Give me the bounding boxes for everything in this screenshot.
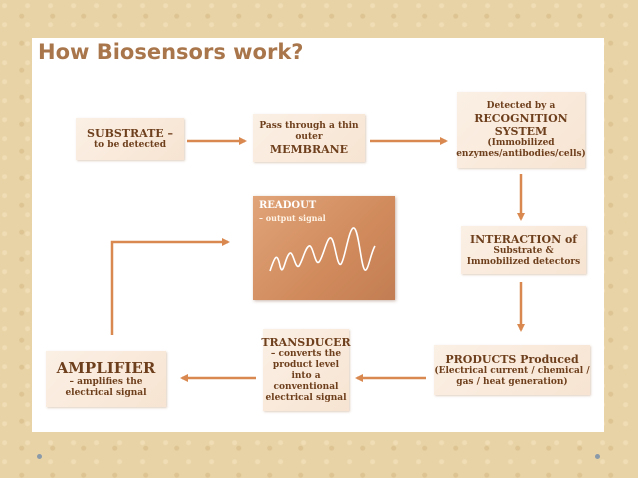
readout-box: READOUT – output signal [253, 196, 395, 300]
transducer-box: TRANSDUCER – converts the product level … [261, 329, 351, 411]
membrane-label: MEMBRANE [269, 142, 349, 156]
page-title: How Biosensors work? [38, 40, 304, 64]
recognition-box: Detected by a RECOGNITION SYSTEM (Immobi… [456, 92, 586, 168]
transducer-line2: – converts the [270, 349, 342, 359]
interaction-line2: Substrate & [493, 245, 554, 256]
recognition-line2: RECOGNITION [474, 111, 568, 125]
readout-desc: – output signal [259, 213, 326, 223]
interaction-box: INTERACTION of Substrate & Immobilized d… [461, 226, 586, 274]
recognition-line5: enzymes/antibodies/cells) [456, 148, 586, 159]
recognition-line4: (Immobilized [487, 137, 555, 148]
substrate-label: SUBSTRATE – [87, 127, 173, 140]
interaction-line1: INTERACTION of [469, 232, 578, 246]
amplifier-box: AMPLIFIER – amplifies the electrical sig… [46, 351, 166, 407]
amplifier-label: AMPLIFIER [56, 358, 156, 377]
amplifier-line3: electrical signal [65, 387, 147, 398]
products-line1: PRODUCTS Produced [445, 352, 579, 366]
output-signal-wave [269, 227, 376, 272]
recognition-line3: SYSTEM [494, 124, 548, 138]
amplifier-line2: – amplifies the [69, 376, 143, 387]
transducer-label: TRANSDUCER [261, 336, 351, 349]
corner-dot-left [37, 454, 42, 459]
recognition-line1: Detected by a [486, 100, 556, 111]
transducer-line4: into a [291, 371, 321, 381]
substrate-desc: to be detected [93, 140, 166, 150]
flow-arrows [110, 137, 525, 382]
interaction-line3: Immobilized detectors [466, 256, 581, 267]
substrate-box: SUBSTRATE – to be detected [76, 118, 184, 160]
corner-dot-right [595, 454, 600, 459]
products-box: PRODUCTS Produced (Electrical current / … [434, 345, 590, 395]
transducer-line5: conventional [273, 382, 339, 392]
transducer-line6: electrical signal [265, 393, 347, 403]
products-line3: gas / heat generation) [456, 376, 568, 387]
slide: How Biosensors work? SUBSTRATE – to be d… [32, 38, 604, 432]
membrane-line2: outer [295, 131, 323, 142]
arrow-amplifier-to-readout [110, 238, 230, 335]
membrane-box: Pass through a thin outer MEMBRANE [253, 114, 365, 162]
transducer-line3: product level [272, 360, 340, 370]
readout-label: READOUT [259, 200, 317, 211]
membrane-line1: Pass through a thin [259, 120, 359, 131]
products-line2: (Electrical current / chemical / [434, 365, 590, 376]
